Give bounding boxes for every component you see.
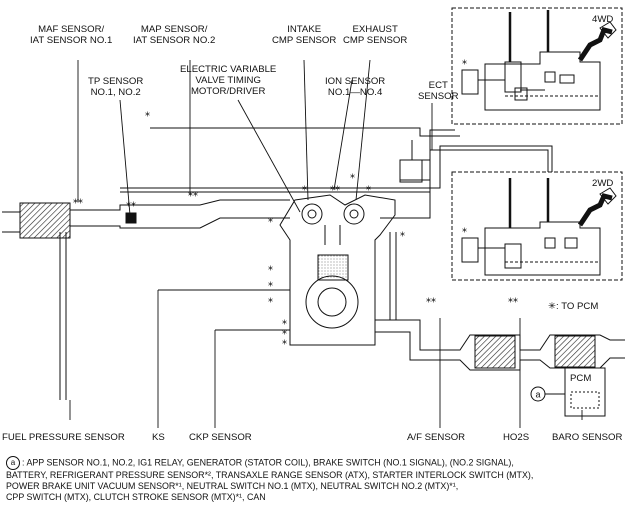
baro-sensor-label: BARO SENSOR	[552, 432, 623, 443]
svg-text:⁎: ⁎	[268, 294, 273, 305]
footnote-line-3: POWER BRAKE UNIT VACUUM SENSOR*¹, NEUTRA…	[6, 481, 459, 491]
svg-text:⁎⁎: ⁎⁎	[188, 188, 198, 199]
footnote-line-4: CPP SWITCH (MTX), CLUTCH STROKE SENSOR (…	[6, 492, 266, 502]
svg-text:⁎: ⁎	[400, 228, 405, 239]
svg-text:⁎: ⁎	[302, 182, 307, 193]
svg-text:⁎: ⁎	[282, 336, 287, 347]
svg-text:⁎: ⁎	[268, 262, 273, 273]
footnote-line-1: : APP SENSOR NO.1, NO.2, IG1 RELAY, GENE…	[22, 457, 514, 468]
intake-system	[2, 199, 290, 239]
ckp-sensor-label: CKP SENSOR	[189, 432, 252, 443]
ks-label: KS	[152, 432, 165, 443]
to-pcm-legend: ✳: TO PCM	[548, 301, 599, 312]
footnote-a: a: APP SENSOR NO.1, NO.2, IG1 RELAY, GEN…	[6, 456, 626, 503]
ho2s-label: HO2S	[503, 432, 530, 443]
circle-a-label: a	[535, 390, 540, 400]
svg-text:⁎: ⁎	[282, 326, 287, 337]
pcm-unit	[530, 367, 606, 417]
svg-text:⁎: ⁎	[350, 170, 355, 181]
svg-text:⁎: ⁎	[268, 214, 273, 225]
engine-block	[279, 194, 396, 346]
svg-text:⁎: ⁎	[268, 278, 273, 289]
exhaust-system	[375, 319, 625, 371]
svg-text:⁎⁎: ⁎⁎	[426, 294, 436, 305]
svg-text:⁎⁎: ⁎⁎	[73, 195, 83, 206]
svg-text:⁎⁎: ⁎⁎	[126, 198, 136, 209]
2wd-label: 2WD	[592, 178, 614, 189]
footnote-line-2: BATTERY, REFRIGERANT PRESSURE SENSOR*², …	[6, 470, 534, 480]
fuel-pressure-sensor-label: FUEL PRESSURE SENSOR	[2, 432, 125, 443]
fuel-tank-2wd	[461, 178, 617, 276]
map-sensor-label: MAP SENSOR/IAT SENSOR NO.2	[133, 24, 216, 46]
svg-text:⁎: ⁎	[145, 108, 150, 119]
4wd-label: 4WD	[592, 14, 614, 25]
footnote-marker: a	[6, 456, 20, 470]
svg-text:⁎: ⁎	[462, 56, 467, 67]
fuel-tank-2wd-box	[451, 171, 623, 281]
pcm-label: PCM	[570, 373, 592, 384]
svg-text:⁎⁎: ⁎⁎	[508, 294, 518, 305]
maf-sensor-label: MAF SENSOR/IAT SENSOR NO.1	[30, 24, 113, 46]
svg-text:⁎: ⁎	[366, 182, 371, 193]
fuel-tank-4wd	[461, 10, 617, 111]
fuel-tank-4wd-box	[451, 7, 623, 125]
af-sensor-label: A/F SENSOR	[407, 432, 466, 443]
svg-text:⁎⁎: ⁎⁎	[330, 182, 340, 193]
svg-text:⁎: ⁎	[282, 316, 287, 327]
svg-text:⁎: ⁎	[462, 224, 467, 235]
